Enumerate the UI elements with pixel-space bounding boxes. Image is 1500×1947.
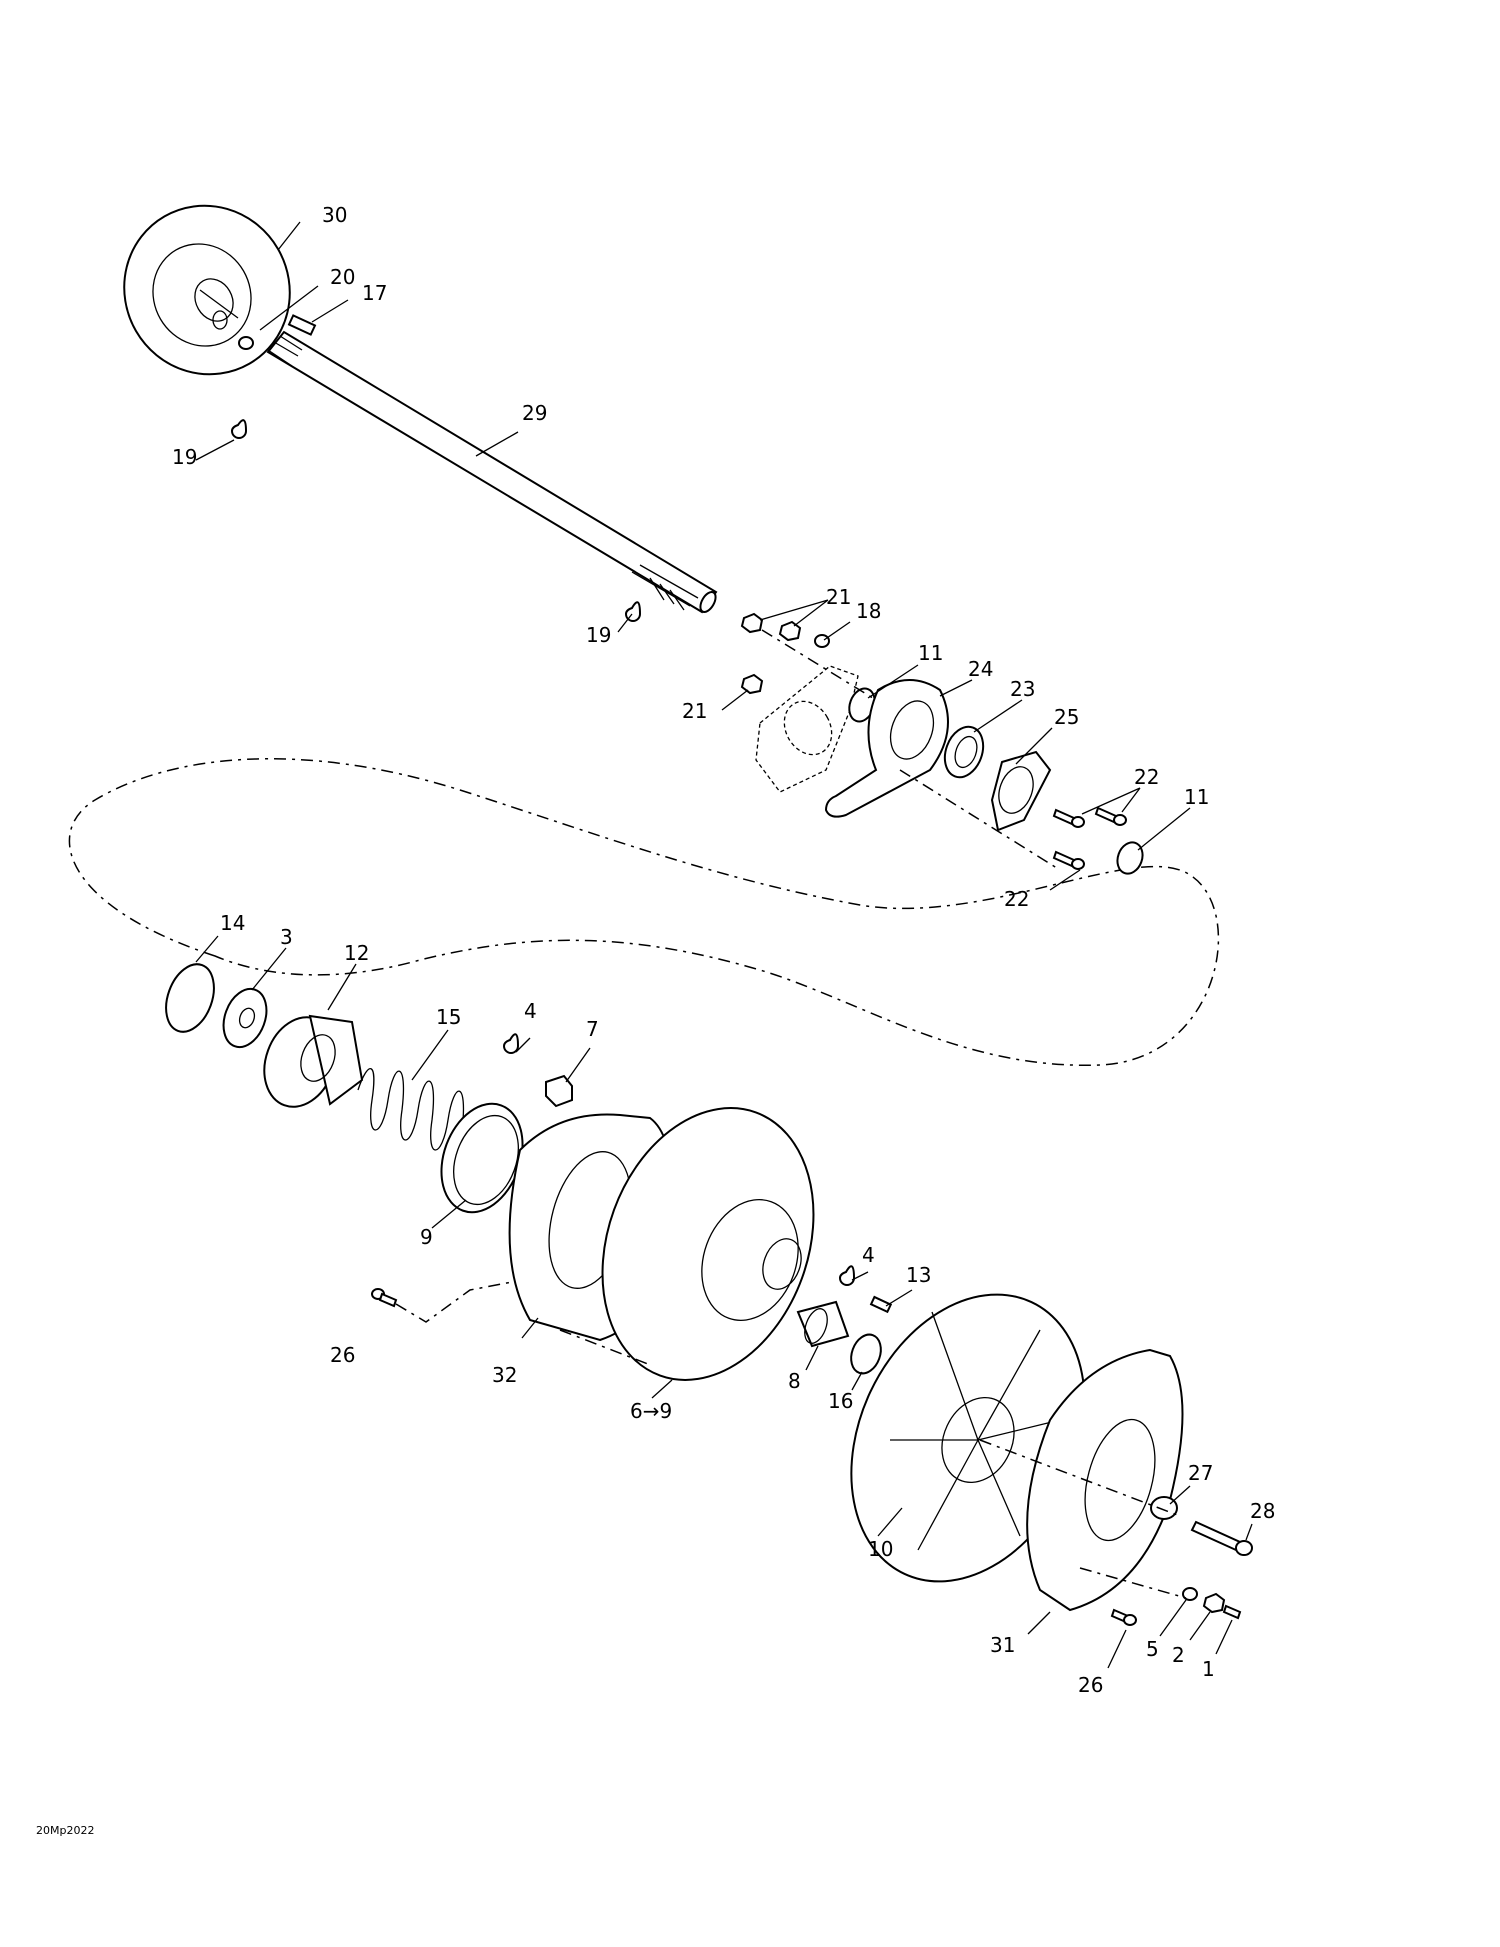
part-23-bearing <box>943 725 985 779</box>
part-21-nut-b <box>778 620 802 642</box>
part-17-key <box>287 314 317 336</box>
callout-14: 14 <box>220 911 245 935</box>
part-15-spring <box>357 1068 465 1151</box>
callout-12: 12 <box>344 941 369 965</box>
part-21-nut-a <box>740 612 764 634</box>
callout-3: 3 <box>280 925 293 949</box>
callout-10: 10 <box>868 1537 893 1561</box>
part-2-nut <box>1202 1592 1226 1614</box>
part-26-screw-right <box>1110 1608 1137 1626</box>
part-11-ring-lower <box>1116 841 1144 875</box>
callout-29: 29 <box>522 401 547 425</box>
callout-6-to-9: 6→9 <box>630 1399 672 1423</box>
callout-26-right: 26 <box>1078 1673 1103 1697</box>
callout-19-top: 19 <box>172 445 197 469</box>
callout-1: 1 <box>1202 1657 1215 1681</box>
part-14-retaining-ring <box>165 963 215 1033</box>
callout-30: 30 <box>322 203 347 227</box>
callout-13: 13 <box>906 1263 931 1287</box>
callout-9: 9 <box>420 1225 433 1249</box>
callout-11-upper: 11 <box>918 641 943 665</box>
callout-21-top: 21 <box>826 585 851 609</box>
part-13-key <box>869 1295 893 1314</box>
part-10-fan-hub <box>850 1293 1086 1583</box>
callout-15: 15 <box>436 1005 461 1029</box>
part-3-washer <box>222 987 268 1049</box>
callout-32: 32 <box>492 1363 517 1387</box>
bracket-outline <box>755 665 859 793</box>
part-9-sleeve <box>440 1102 524 1214</box>
callout-31: 31 <box>990 1633 1015 1657</box>
callout-27: 27 <box>1188 1461 1213 1485</box>
part-31-outer-cover <box>1026 1348 1184 1612</box>
part-16-ring <box>850 1333 882 1375</box>
callout-18: 18 <box>856 599 881 623</box>
part-26-screw-left <box>371 1288 398 1308</box>
callout-25: 25 <box>1054 705 1079 729</box>
assembly-boundary-loop <box>68 758 1220 1066</box>
callout-16: 16 <box>828 1389 853 1413</box>
part-25-flange <box>990 750 1052 832</box>
callout-4-lower: 4 <box>862 1243 875 1267</box>
callout-5: 5 <box>1146 1637 1159 1661</box>
part-29-shaft <box>266 330 718 614</box>
part-27-washer <box>1150 1496 1178 1520</box>
part-4-grease-upper <box>502 1033 520 1054</box>
callout-21-left: 21 <box>682 699 707 723</box>
callout-22-bottom: 22 <box>1004 887 1029 911</box>
leader-lines <box>195 221 1253 1669</box>
figure-reference-code: 20Mp2022 <box>36 1824 95 1837</box>
callout-28: 28 <box>1250 1499 1275 1523</box>
callout-11-lower: 11 <box>1184 785 1209 809</box>
part-6-movable-sheave <box>601 1107 815 1381</box>
callout-labels: 30 20 17 29 19 19 21 18 21 11 24 23 25 2… <box>172 203 1275 1697</box>
callout-23: 23 <box>1010 677 1035 701</box>
callout-20: 20 <box>330 265 355 289</box>
part-5-washer <box>1182 1587 1198 1601</box>
callout-22-right: 22 <box>1134 765 1159 789</box>
assembly-paths <box>395 629 1187 1599</box>
callout-8: 8 <box>788 1369 801 1393</box>
callout-7: 7 <box>586 1017 599 1041</box>
part-4-grease-lower <box>838 1265 856 1286</box>
callout-2: 2 <box>1172 1643 1185 1667</box>
part-22-bolt-b <box>1094 806 1127 826</box>
part-18-washer <box>814 634 830 648</box>
part-8-bushing <box>796 1300 850 1348</box>
part-22-bolt-a <box>1052 808 1085 828</box>
part-19-grease-top <box>230 419 248 439</box>
callout-17: 17 <box>362 281 387 305</box>
callout-26-left: 26 <box>330 1343 355 1367</box>
part-28-bolt <box>1190 1520 1253 1556</box>
part-20-setscrew <box>238 336 254 350</box>
part-30-fixed-sheave <box>123 204 291 376</box>
part-22-bolt-c <box>1052 850 1085 870</box>
part-12-cam <box>263 1014 364 1108</box>
part-7-slider <box>545 1074 573 1108</box>
callout-19-lower: 19 <box>586 623 611 647</box>
part-21-nut-c <box>740 673 764 695</box>
callout-24: 24 <box>968 657 993 681</box>
callout-4-upper: 4 <box>524 999 537 1023</box>
part-24-support-plate <box>824 679 949 818</box>
part-1-stud <box>1222 1604 1242 1620</box>
